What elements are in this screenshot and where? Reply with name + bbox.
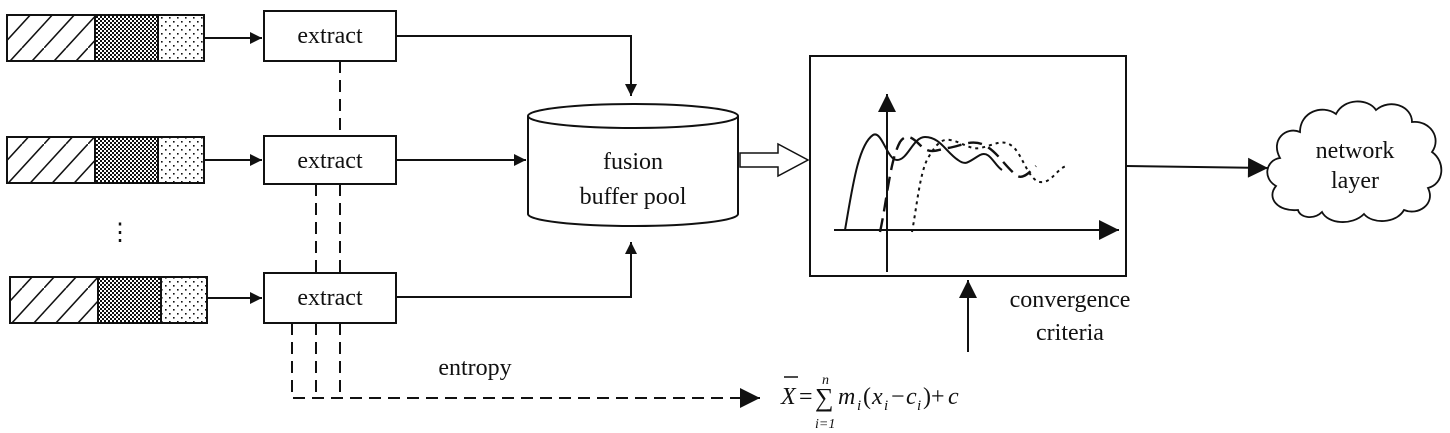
extract-box-1: extract (263, 10, 397, 62)
graph-curve-dashed (878, 135, 1037, 233)
formula-lhs: X (780, 384, 797, 410)
extract-label-2: extract (297, 148, 363, 174)
formula-x-sub: i (884, 398, 888, 414)
formula-m: m (838, 384, 855, 410)
formula: X = ∑ n i=1 m i ( x i − c i )+ c (780, 373, 959, 432)
network-label-line1: network (1316, 138, 1395, 164)
arrow-extract3-pool (396, 242, 637, 298)
formula-c-tail: c (948, 384, 959, 410)
arrow-extract1-pool (396, 35, 637, 96)
network-cloud-icon: network layer (1266, 100, 1443, 223)
formula-m-sub: i (857, 398, 861, 414)
formula-sum: ∑ (815, 383, 834, 412)
formula-x: x (871, 384, 883, 410)
formula-close: )+ (923, 384, 945, 410)
formula-minus: − (891, 384, 905, 410)
entropy-label: entropy (438, 355, 511, 381)
buffer-pool-cylinder: fusion buffer pool (527, 103, 739, 227)
formula-sum-top: n (822, 373, 829, 388)
hollow-arrow-pool-to-graph (739, 142, 810, 178)
data-packet-1 (6, 14, 205, 62)
buffer-pool-line1: fusion (603, 149, 663, 175)
network-label-line2: layer (1331, 168, 1379, 194)
formula-sum-bottom: i=1 (815, 417, 835, 432)
graph-curve-dotted (911, 138, 1069, 233)
convergence-line1: convergence (1010, 287, 1131, 313)
buffer-pool-line2: buffer pool (580, 184, 687, 210)
convergence-graph-box (809, 55, 1127, 277)
data-packet-3 (9, 276, 208, 324)
extract-dashed-links (315, 61, 341, 273)
extract-box-3: extract (263, 272, 397, 324)
ellipsis: ⋮ (108, 220, 132, 246)
extract-label-1: extract (297, 23, 363, 49)
arrow-graph-network (1125, 157, 1269, 178)
convergence-line2: criteria (1036, 320, 1104, 346)
data-packet-2 (6, 136, 205, 184)
formula-c: c (906, 384, 917, 410)
formula-c-sub: i (917, 398, 921, 414)
extract-box-2: extract (263, 135, 397, 185)
formula-open: ( (863, 384, 871, 410)
graph-curve-solid (844, 133, 1003, 231)
extract-label-3: extract (297, 285, 363, 311)
formula-eq: = (799, 384, 813, 410)
entropy-dashed-path (291, 323, 760, 408)
